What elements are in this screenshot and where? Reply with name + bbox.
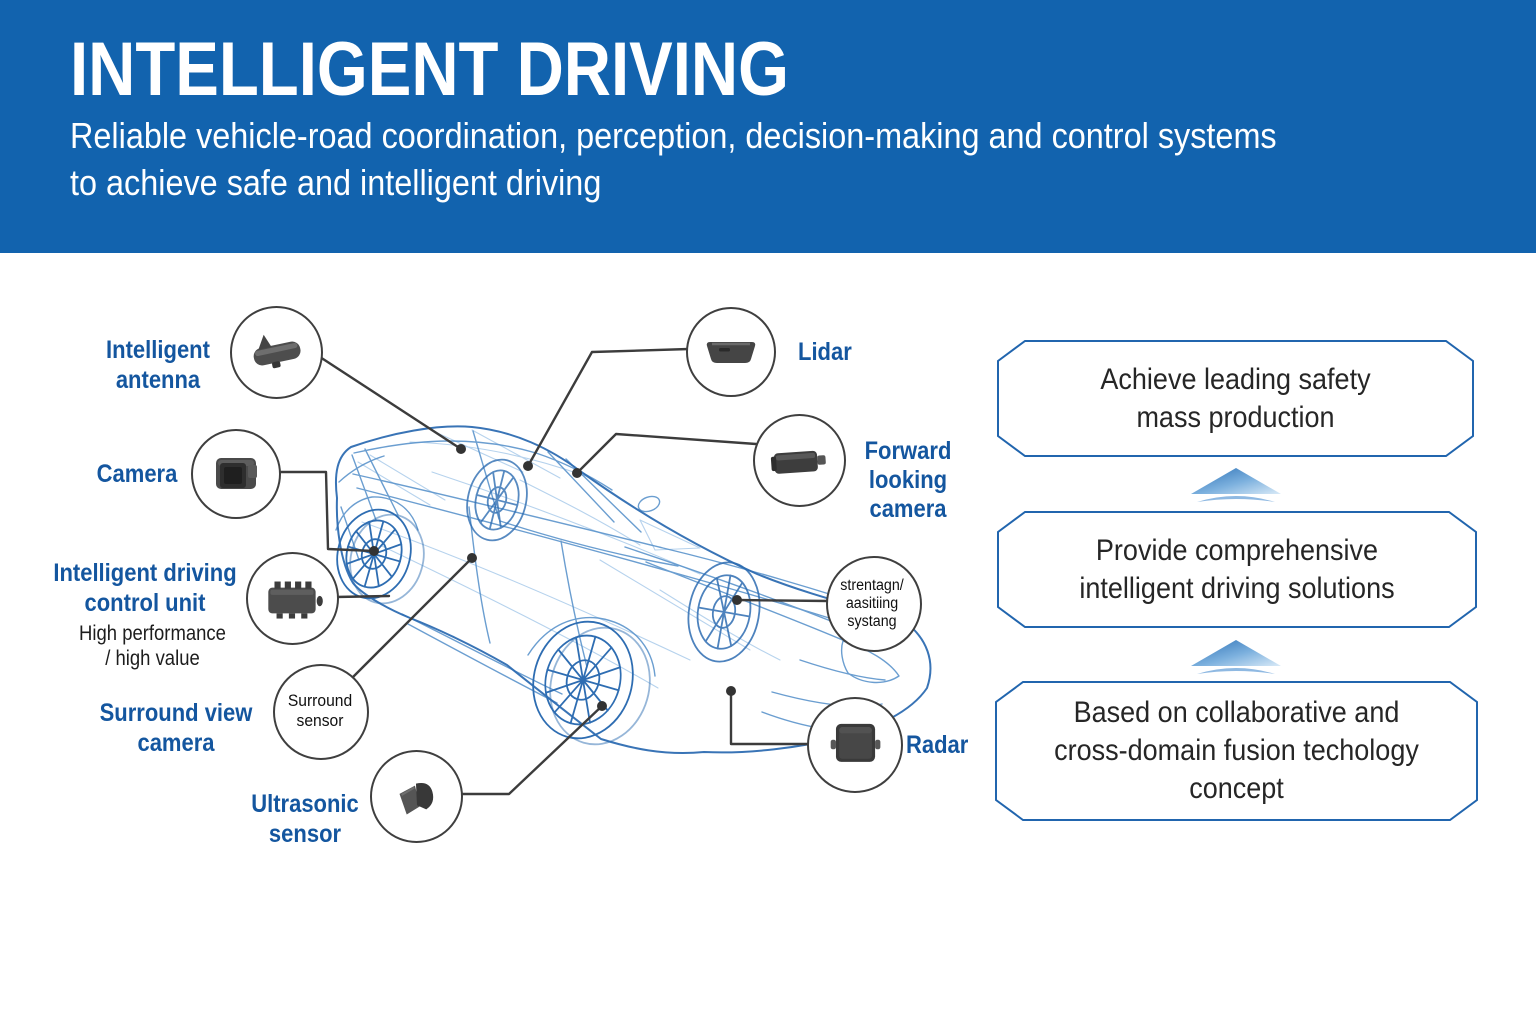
benefit-box-3-text: Based on collaborative and cross-domain … xyxy=(1019,681,1454,821)
page-subtitle: Reliable vehicle-road coordination, perc… xyxy=(70,112,1277,206)
benefit-box-3: Based on collaborative and cross-domain … xyxy=(995,681,1478,821)
ultrasonic-circle xyxy=(370,750,463,843)
label-control-unit: Intelligent driving control unit xyxy=(48,558,242,618)
surround-sensor-bubble-text: Surround sensor xyxy=(279,691,362,731)
intelligent-antenna-circle xyxy=(230,306,323,399)
label-camera: Camera xyxy=(49,459,225,489)
benefit-box-2: Provide comprehensive intelligent drivin… xyxy=(997,511,1477,628)
wheel-front-right xyxy=(681,557,767,668)
label-control-unit-note: High performance / high value xyxy=(58,621,247,671)
note-line: High performance xyxy=(79,622,226,645)
label-radar: Radar xyxy=(906,730,1012,760)
ultrasonic-device-icon xyxy=(399,782,433,814)
forward-camera-device-icon xyxy=(770,450,826,474)
benefit-box-1-text: Achieve leading safety mass production xyxy=(1021,340,1450,457)
label-line: camera xyxy=(137,729,215,757)
arrow-up-icon xyxy=(1191,468,1281,502)
benefit-line: Provide comprehensive xyxy=(1095,533,1379,567)
benefit-line: mass production xyxy=(1136,400,1335,434)
label-intelligent-antenna: Intelligent antenna xyxy=(61,335,255,395)
surround-connector xyxy=(349,556,474,681)
wheel-rear-right xyxy=(459,453,535,547)
ultrasonic-connector xyxy=(457,704,604,796)
label-line: Lidar xyxy=(798,338,852,366)
forward-camera-circle xyxy=(753,414,846,507)
subtitle-line-1: Reliable vehicle-road coordination, perc… xyxy=(70,115,1277,156)
surround-bubble-line-1: Surround xyxy=(287,691,353,710)
label-line: Intelligent driving xyxy=(53,559,237,587)
benefit-box-3-outline xyxy=(995,681,1478,821)
antenna-device-icon xyxy=(253,334,301,368)
ecu-device-icon xyxy=(267,581,323,619)
assist-bubble-line-3: systang xyxy=(847,613,897,630)
benefit-box-1: Achieve leading safety mass production xyxy=(997,340,1474,457)
surround-bubble-line-2: sensor xyxy=(296,711,344,730)
label-line: Camera xyxy=(96,460,178,488)
antenna-connector xyxy=(318,355,463,451)
lidar-connector xyxy=(526,347,691,468)
note-line: / high value xyxy=(105,647,200,670)
benefit-line: Achieve leading safety xyxy=(1100,362,1371,396)
benefit-line: cross-domain fusion techology xyxy=(1054,734,1419,767)
control-unit-circle xyxy=(246,552,339,645)
label-line: Ultrasonic xyxy=(251,790,359,818)
label-forward-looking-camera: Forward looking camera xyxy=(838,437,979,524)
camera-device-icon xyxy=(216,458,257,489)
assist-systems-bubble-text: strentagn/ aasitiing systang xyxy=(830,577,915,631)
label-surround-view-camera: Surround view camera xyxy=(79,698,273,758)
lidar-circle xyxy=(686,307,776,397)
label-line: Forward xyxy=(864,437,952,465)
systems-connector xyxy=(735,598,830,603)
lidar-device-icon xyxy=(706,342,756,363)
label-line: control unit xyxy=(84,589,206,617)
wheel-front-left xyxy=(520,610,664,756)
benefit-box-2-outline xyxy=(997,511,1477,628)
benefit-line: concept xyxy=(1189,772,1284,805)
label-line: Surround view xyxy=(99,699,253,727)
ecu-connector xyxy=(333,594,391,599)
benefit-line: intelligent driving solutions xyxy=(1079,571,1395,605)
label-ultrasonic-sensor: Ultrasonic sensor xyxy=(208,789,402,849)
label-line: Intelligent xyxy=(106,336,210,364)
benefit-line: Based on collaborative and xyxy=(1073,696,1400,729)
camera-connector xyxy=(276,470,376,553)
camera-circle xyxy=(191,429,281,519)
label-line: camera xyxy=(869,495,947,523)
assist-bubble-line-1: strentagn/ xyxy=(840,577,904,594)
label-line: antenna xyxy=(115,366,201,394)
radar-device-icon xyxy=(830,723,881,762)
subtitle-line-2: to achieve safe and intelligent driving xyxy=(70,162,602,203)
page-title: INTELLIGENT DRIVING xyxy=(70,27,789,112)
label-line: Radar xyxy=(906,731,969,759)
benefit-box-1-outline xyxy=(997,340,1474,457)
label-line: sensor xyxy=(268,820,342,848)
arrow-up-icon xyxy=(1191,640,1281,674)
assist-bubble-line-2: aasitiing xyxy=(845,595,899,612)
radar-connector xyxy=(729,689,811,746)
header-banner: INTELLIGENT DRIVING Reliable vehicle-roa… xyxy=(0,0,1536,253)
forward-camera-connector xyxy=(575,432,758,475)
radar-circle xyxy=(807,697,903,793)
assist-systems-circle xyxy=(826,556,922,652)
label-line: looking xyxy=(868,466,948,494)
benefit-box-2-text: Provide comprehensive intelligent drivin… xyxy=(1021,511,1453,628)
label-lidar: Lidar xyxy=(798,337,904,367)
surround-sensor-circle xyxy=(273,664,369,760)
